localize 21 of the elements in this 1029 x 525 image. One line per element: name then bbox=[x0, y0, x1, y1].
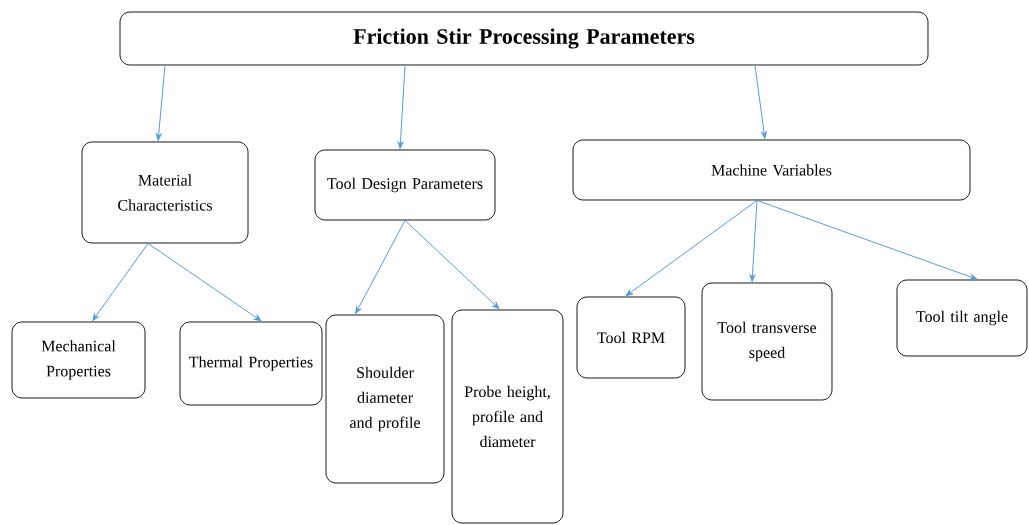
arrow bbox=[404, 219, 500, 310]
process-box: Tool Design Parameters bbox=[314, 149, 496, 221]
process-box: Mechanical Properties bbox=[11, 321, 146, 399]
arrow bbox=[756, 199, 978, 280]
process-box: Tool tilt angle bbox=[896, 279, 1028, 357]
arrow bbox=[355, 219, 406, 314]
process-box: Thermal Properties bbox=[179, 321, 323, 406]
process-box: Probe height, profile and diameter bbox=[451, 309, 564, 524]
process-box: Tool transverse speed bbox=[701, 282, 833, 401]
process-box: Material Characteristics bbox=[81, 141, 249, 244]
arrow bbox=[749, 199, 758, 282]
process-box: Shoulder diameter and profile bbox=[325, 314, 445, 484]
process-box: Tool RPM bbox=[576, 296, 686, 379]
arrow bbox=[754, 64, 767, 139]
arrow bbox=[625, 199, 758, 297]
process-box: Machine Variables bbox=[572, 139, 971, 201]
arrow bbox=[147, 242, 262, 322]
arrow bbox=[92, 242, 149, 321]
arrow bbox=[155, 64, 166, 141]
title-box: Friction Stir Processing Parameters bbox=[119, 11, 929, 66]
arrow bbox=[397, 64, 406, 149]
